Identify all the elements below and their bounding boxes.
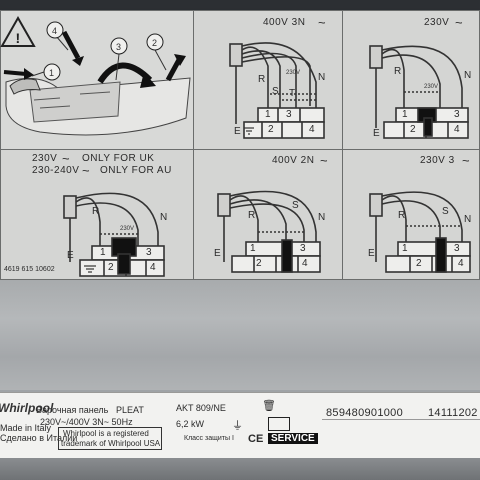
callout-4 (46, 21, 64, 39)
steel-panel (0, 280, 480, 390)
rating-plate: Whirlpool Made in Italy Сделано в Италии… (0, 392, 480, 460)
term-4: 4 (458, 258, 464, 269)
wire-n: N (318, 72, 326, 83)
wire-n: N (160, 212, 168, 223)
wire-s: S (272, 86, 279, 97)
wire-e: E (373, 128, 380, 139)
callout-1-label: 1 (49, 68, 55, 78)
serial-number: 14111202 (428, 407, 478, 419)
supply: 230V~/400V 3N~ 50Hz (40, 417, 133, 427)
wire-s: S (442, 206, 449, 217)
product-ru: Варочная панель (36, 405, 109, 415)
trademark-box: Whirlpool is a registered trademark of W… (58, 427, 162, 450)
wire-e: E (214, 248, 221, 259)
callout-1 (43, 63, 61, 81)
term-1: 1 (250, 243, 256, 254)
earth-icon: ⏚ (232, 420, 243, 432)
term-4: 4 (309, 124, 315, 135)
term-2: 2 (256, 258, 262, 269)
term-2: 2 (416, 258, 422, 269)
divider (322, 419, 480, 420)
model: AKT 809/NE (176, 403, 226, 413)
au-voltage: 230-240V (32, 165, 80, 176)
uk-note: ONLY FOR UK (82, 153, 155, 164)
wiring-diagrams (63, 42, 471, 277)
wire-e: E (67, 250, 74, 261)
panel-230v-title: 230V (424, 17, 450, 28)
tilde-2: ~ (455, 15, 464, 30)
au-note: ONLY FOR AU (100, 165, 172, 176)
panel-230v-3-title: 230V 3 (420, 155, 455, 166)
tilde-3: ~ (62, 151, 71, 166)
callout-3-label: 3 (116, 42, 122, 52)
info-icon (268, 417, 290, 431)
top-edge (0, 0, 480, 12)
origin: Made in Italy (0, 423, 52, 433)
lower-edge (0, 458, 480, 480)
term-1: 1 (100, 247, 106, 258)
callout-2 (146, 33, 164, 51)
warning-icon (0, 15, 36, 47)
wire-230v: 230V (424, 84, 439, 90)
panel-400v-3n-title: 400V 3N (263, 17, 306, 28)
wire-r: R (394, 66, 402, 77)
term-4: 4 (150, 262, 156, 273)
term-4: 4 (302, 258, 308, 269)
term-3: 3 (454, 243, 460, 254)
wire-t: T (289, 88, 296, 99)
wire-r: R (398, 210, 406, 221)
wire-230v: 230V (120, 226, 135, 232)
term-3: 3 (146, 247, 152, 258)
weee-bin-icon: 🗑 (262, 400, 276, 412)
wire-s: S (292, 200, 299, 211)
wire-r: R (258, 74, 266, 85)
panel-400v-2n-title: 400V 2N (272, 155, 315, 166)
term-3: 3 (454, 109, 460, 120)
term-1: 1 (265, 109, 271, 120)
wiring-label: ! 1 2 3 4 400V 3N ~ 230V ~ 230V ~ ONLY F… (0, 10, 480, 280)
installation-diagram: ! (0, 15, 191, 136)
term-3: 3 (286, 109, 292, 120)
term-1: 1 (402, 109, 408, 120)
product-name: PLEAT (116, 405, 144, 415)
origin-ru: Сделано в Италии (0, 433, 78, 443)
wire-r: R (92, 206, 100, 217)
term-2: 2 (108, 262, 114, 273)
term-1: 1 (402, 243, 408, 254)
tilde-5: ~ (320, 153, 329, 168)
trademark-1: Whirlpool is a registered (63, 429, 149, 438)
tilde-6: ~ (462, 153, 471, 168)
product-code: 859480901000 (326, 407, 404, 419)
service-badge: SERVICE (268, 433, 318, 444)
wire-230v: 230V (286, 70, 301, 76)
uk-voltage: 230V (32, 153, 58, 164)
wire-r: R (248, 210, 256, 221)
trademark-2: trademark of Whirlpool USA (61, 439, 161, 448)
callout-3 (110, 37, 128, 55)
tilde-4: ~ (82, 163, 91, 178)
ce-mark-icon: CE (248, 433, 264, 445)
term-2: 2 (268, 124, 274, 135)
svg-text:!: ! (16, 30, 21, 46)
wire-e: E (234, 126, 241, 137)
wire-n: N (318, 212, 326, 223)
callout-4-label: 4 (52, 26, 58, 36)
brand-logo: Whirlpool (0, 401, 54, 415)
wire-n: N (464, 70, 472, 81)
part-number: 4619 615 10602 (4, 266, 55, 273)
protection-class: Класс защиты I (184, 435, 234, 442)
term-4: 4 (454, 124, 460, 135)
term-3: 3 (300, 243, 306, 254)
term-2: 2 (410, 124, 416, 135)
callout-2-label: 2 (152, 38, 158, 48)
power: 6,2 kW (176, 419, 205, 429)
wire-n: N (464, 214, 472, 225)
wire-e: E (368, 248, 375, 259)
tilde-1: ~ (318, 15, 327, 30)
